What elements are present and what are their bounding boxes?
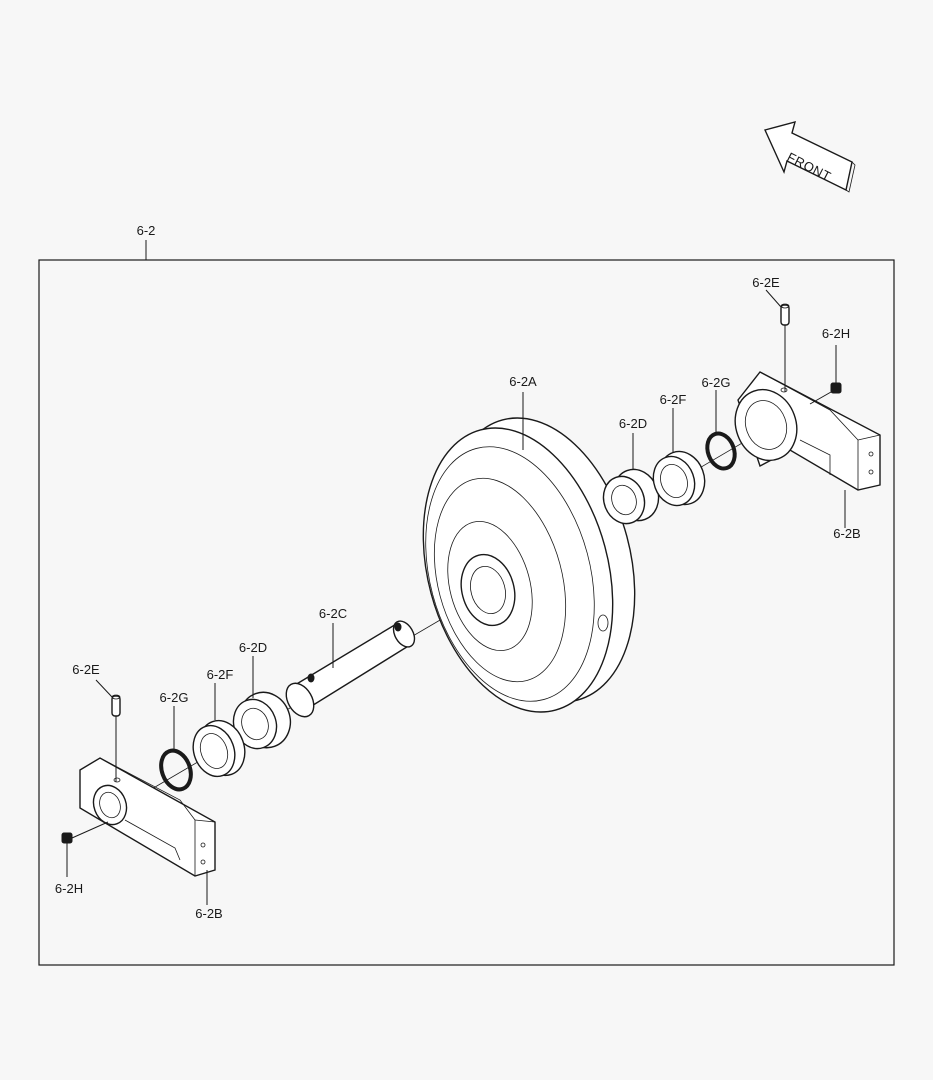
pin-left-leader (95, 679, 113, 698)
assembly-frame (38, 259, 895, 966)
plug-right (830, 382, 842, 394)
bracket-left-label: 6-2B (195, 906, 222, 921)
pin-right (780, 303, 790, 326)
shaft (285, 620, 416, 718)
plug-right-label: 6-2H (822, 326, 850, 341)
bushing-left-label: 6-2D (239, 640, 267, 655)
pin-left-label: 6-2E (72, 662, 100, 677)
seal-right-label: 6-2F (660, 392, 687, 407)
oring-right (705, 431, 737, 471)
idler-wheel (422, 417, 636, 713)
seal-right (652, 450, 706, 507)
bushing-left (232, 691, 292, 750)
bushing-right (602, 468, 660, 525)
seal-left-label: 6-2F (207, 667, 234, 682)
front-arrow: FRONT (764, 121, 856, 193)
pin-right-label: 6-2E (752, 275, 780, 290)
seal-left (192, 719, 246, 778)
oring-left-label: 6-2G (160, 690, 189, 705)
assembly-label: 6-2 (137, 223, 156, 238)
bracket-right (734, 371, 881, 491)
pin-left (111, 694, 121, 717)
idler-label: 6-2A (509, 374, 537, 389)
bushing-right-label: 6-2D (619, 416, 647, 431)
plug-left-axis (71, 821, 109, 839)
shaft-label: 6-2C (319, 606, 347, 621)
plug-left (61, 832, 73, 844)
bracket-left (79, 757, 216, 877)
bracket-right-label: 6-2B (833, 526, 860, 541)
plug-right-axis (809, 391, 832, 405)
oring-right-label: 6-2G (702, 375, 731, 390)
pin-right-leader (765, 289, 782, 308)
oring-left (159, 748, 193, 792)
plug-left-label: 6-2H (55, 881, 83, 896)
